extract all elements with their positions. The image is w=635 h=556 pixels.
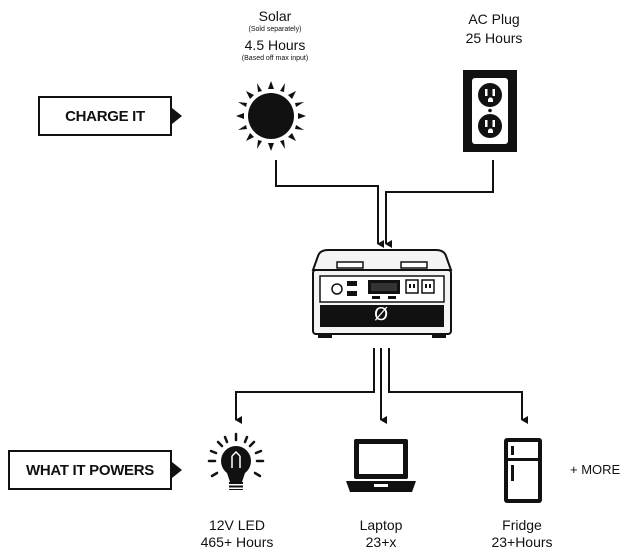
fridge-title: Fridge [502,517,542,533]
fridge-connector [388,348,528,424]
solar-time: 4.5 Hours [244,37,306,53]
outlet-icon [463,70,517,152]
what-it-powers-tag: WHAT IT POWERS [8,450,172,490]
ac-connector [385,160,494,248]
arrow-right-icon [172,462,182,478]
led-caption: 12V LED 465+ Hours [201,517,274,551]
output-connectors [235,348,528,424]
solar-title: Solar [258,8,292,24]
solar-connector [275,160,384,248]
light-bulb-icon [207,432,265,490]
laptop-caption: Laptop 23+x [360,517,403,551]
ac-plug-title: AC Plug [468,11,520,27]
charge-it-label: CHARGE IT [65,107,145,125]
what-it-powers-label: WHAT IT POWERS [25,461,154,479]
fridge-time: 23+Hours [491,534,553,550]
solar-caption: Solar (Sold separately) 4.5 Hours (Based… [242,8,308,64]
led-title: 12V LED [208,517,266,533]
led-time: 465+ Hours [200,534,274,550]
led-connector [235,348,375,424]
charge-it-tag: CHARGE IT [38,96,172,136]
input-connectors [275,160,494,248]
ac-plug-time: 25 Hours [465,30,523,46]
device-logo: Ø [374,304,389,325]
solar-note: (Sold separately) [248,26,302,33]
laptop-icon [346,439,416,492]
more-label: + MORE [570,462,621,477]
laptop-title: Laptop [359,517,403,533]
ac-plug-caption: AC Plug 25 Hours [466,11,523,47]
power-station-icon [311,249,453,338]
laptop-time: 23+x [365,534,397,550]
fridge-icon [504,438,542,503]
solar-note2: (Based off max input) [241,55,309,62]
arrow-right-icon [172,108,182,124]
fridge-caption: Fridge 23+Hours [491,517,552,551]
sun-icon [236,81,306,151]
